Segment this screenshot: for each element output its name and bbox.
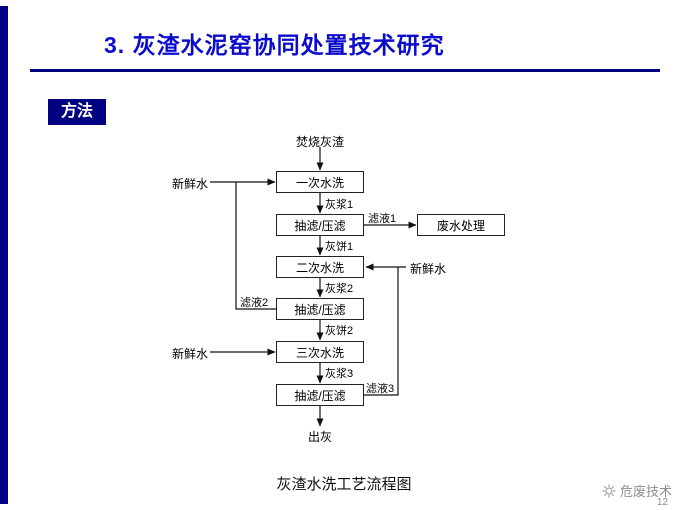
label-filtrate-1: 滤液1	[368, 213, 397, 225]
edge-filtrate3-return	[364, 267, 399, 396]
flow-box-wastewater: 废水处理	[417, 214, 505, 236]
watermark-logo-icon	[602, 484, 616, 497]
flow-box-press1: 抽滤/压滤	[276, 214, 364, 236]
label-slurry-3: 灰浆3	[325, 368, 354, 380]
flow-box-press2: 抽滤/压滤	[276, 298, 364, 320]
flow-end-text: 出灰	[307, 430, 332, 444]
figure-caption: 灰渣水洗工艺流程图	[276, 476, 412, 493]
label-slurry-2: 灰浆2	[325, 283, 354, 295]
label-cake-1: 灰饼1	[325, 241, 354, 253]
label-filtrate-3: 滤液3	[366, 383, 395, 395]
flow-box-press3: 抽滤/压滤	[276, 384, 364, 406]
label-fresh-water-2: 新鲜水	[410, 262, 447, 276]
label-slurry-1: 灰浆1	[325, 199, 354, 211]
label-fresh-water-1: 新鲜水	[172, 177, 209, 191]
label-cake-2: 灰饼2	[325, 325, 354, 337]
watermark: 危废技术	[602, 481, 672, 500]
edge-filtrate2-return	[235, 182, 276, 310]
method-badge: 方法	[48, 99, 107, 125]
page-number: 12	[656, 497, 668, 508]
label-fresh-water-3: 新鲜水	[172, 347, 209, 361]
flow-box-wash2: 二次水洗	[276, 256, 364, 278]
slide-title: 3. 灰渣水泥窑协同处置技术研究	[104, 32, 445, 58]
flow-box-wash1: 一次水洗	[276, 171, 364, 193]
flow-start-text: 焚烧灰渣	[295, 135, 344, 149]
watermark-text: 危废技术	[619, 484, 672, 499]
title-underline	[30, 69, 660, 72]
label-filtrate-2: 滤液2	[240, 297, 269, 309]
left-accent-bar	[0, 6, 8, 504]
flow-box-wash3: 三次水洗	[276, 341, 364, 363]
